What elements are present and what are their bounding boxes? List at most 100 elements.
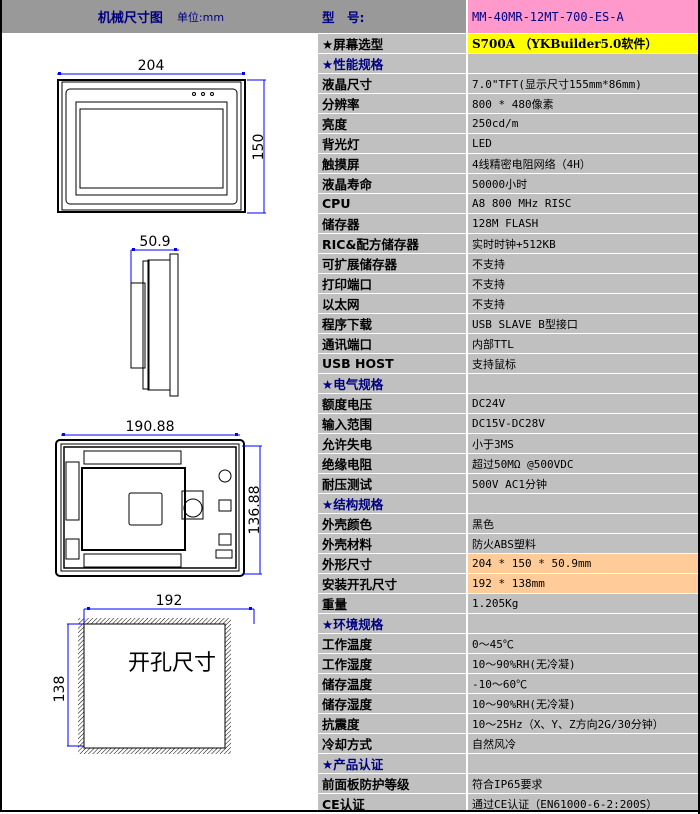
- spec-value: S700A （YKBuilder5.0软件）: [467, 33, 700, 54]
- table-row: 外壳材料防火ABS塑料: [318, 533, 700, 554]
- spec-label: USB HOST: [318, 353, 468, 374]
- spec-value: 0～45℃: [467, 633, 700, 654]
- spec-value: 不支持: [467, 293, 700, 314]
- spec-value: LED: [467, 133, 700, 154]
- cutout-width-dim: 192: [156, 593, 183, 609]
- section-row: ★环境规格: [318, 613, 700, 634]
- spec-label: 外壳材料: [318, 533, 468, 554]
- spec-label: 储存器: [318, 213, 468, 234]
- spec-label: 工作温度: [318, 633, 468, 654]
- spec-value: 不支持: [467, 253, 700, 274]
- drawing-panel-header: 机械尺寸图 单位:mm: [2, 0, 320, 33]
- spec-label: 耐压测试: [318, 473, 468, 494]
- model-label: 型 号:: [318, 0, 468, 34]
- front-view-drawing: 204 150: [57, 58, 267, 214]
- spec-label: 储存湿度: [318, 693, 468, 714]
- spec-value: -10～60℃: [467, 673, 700, 694]
- side-depth-dim: 50.9: [139, 234, 170, 250]
- section-row: ★性能规格: [318, 53, 700, 74]
- unit-label: 单位:mm: [176, 10, 225, 24]
- spec-value: [467, 753, 700, 774]
- mechanical-drawings: 204 150 50.9 190.88: [52, 58, 267, 754]
- rear-width-dim: 190.88: [126, 419, 175, 435]
- spec-value: [467, 53, 700, 74]
- section-row: ★结构规格: [318, 493, 700, 514]
- spec-label: 触摸屏: [318, 153, 468, 174]
- cutout-drawing: 192 138 开孔尺寸: [52, 593, 255, 754]
- spec-value: 超过50MΩ @500VDC: [467, 453, 700, 474]
- rear-view-drawing: 190.88 136.88: [55, 419, 263, 577]
- spec-value: [467, 373, 700, 394]
- spec-value: 192 * 138mm: [467, 573, 700, 594]
- spec-value: 10～25Hz（X、Y、Z方向2G/30分钟）: [467, 713, 700, 734]
- spec-value: 250cd/m: [467, 113, 700, 134]
- table-row: 外壳颜色黑色: [318, 513, 700, 534]
- spec-label: 允许失电: [318, 433, 468, 454]
- spec-label: 安装开孔尺寸: [318, 573, 468, 594]
- spec-label: 亮度: [318, 113, 468, 134]
- cutout-caption: 开孔尺寸: [128, 651, 216, 676]
- spec-value: USB SLAVE B型接口: [467, 313, 700, 334]
- table-row: 可扩展储存器不支持: [318, 253, 700, 274]
- spec-label: 储存温度: [318, 673, 468, 694]
- spec-label: 背光灯: [318, 133, 468, 154]
- table-row: 储存温度-10～60℃: [318, 673, 700, 694]
- spec-value: 不支持: [467, 273, 700, 294]
- spec-value: 支持鼠标: [467, 353, 700, 374]
- spec-value: [467, 493, 700, 514]
- drawing-title: 机械尺寸图: [97, 11, 163, 26]
- spec-value: 自然风冷: [467, 733, 700, 754]
- section-title: ★环境规格: [318, 613, 468, 634]
- spec-value: 204 * 150 * 50.9mm: [467, 553, 700, 574]
- section-row: ★产品认证: [318, 753, 700, 774]
- front-width-dim: 204: [138, 58, 165, 74]
- spec-label: 外壳颜色: [318, 513, 468, 534]
- spec-label: 通讯端口: [318, 333, 468, 354]
- model-row: 型 号: MM-40MR-12MT-700-ES-A: [318, 0, 700, 34]
- spec-value: 800 * 480像素: [467, 93, 700, 114]
- spec-label: 可扩展储存器: [318, 253, 468, 274]
- spec-label: 外形尺寸: [318, 553, 468, 574]
- spec-label: CPU: [318, 193, 468, 214]
- spec-value: 防火ABS塑料: [467, 533, 700, 554]
- table-row: 允许失电小于3MS: [318, 433, 700, 454]
- section-row: ★电气规格: [318, 373, 700, 394]
- cutout-height-dim: 138: [52, 676, 68, 703]
- table-row: CE认证通过CE认证（EN61000-6-2:200S）: [318, 793, 700, 814]
- spec-value: 符合IP65要求: [467, 773, 700, 794]
- spec-label: 重量: [318, 593, 468, 614]
- bottom-border: [0, 810, 700, 812]
- spec-value: 10～90%RH(无冷凝): [467, 693, 700, 714]
- rear-height-dim: 136.88: [247, 486, 263, 535]
- table-row: 绝缘电阻超过50MΩ @500VDC: [318, 453, 700, 474]
- front-height-dim: 150: [251, 134, 267, 161]
- table-row: RIC&配方储存器实时时钟+512KB: [318, 233, 700, 254]
- section-title: ★产品认证: [318, 753, 468, 774]
- spec-value: 10～90%RH(无冷凝): [467, 653, 700, 674]
- spec-label: 绝缘电阻: [318, 453, 468, 474]
- spec-label: RIC&配方储存器: [318, 233, 468, 254]
- spec-value: 50000小时: [467, 173, 700, 194]
- spec-label: 额度电压: [318, 393, 468, 414]
- spec-label: 程序下载: [318, 313, 468, 334]
- section-title: ★性能规格: [318, 53, 468, 74]
